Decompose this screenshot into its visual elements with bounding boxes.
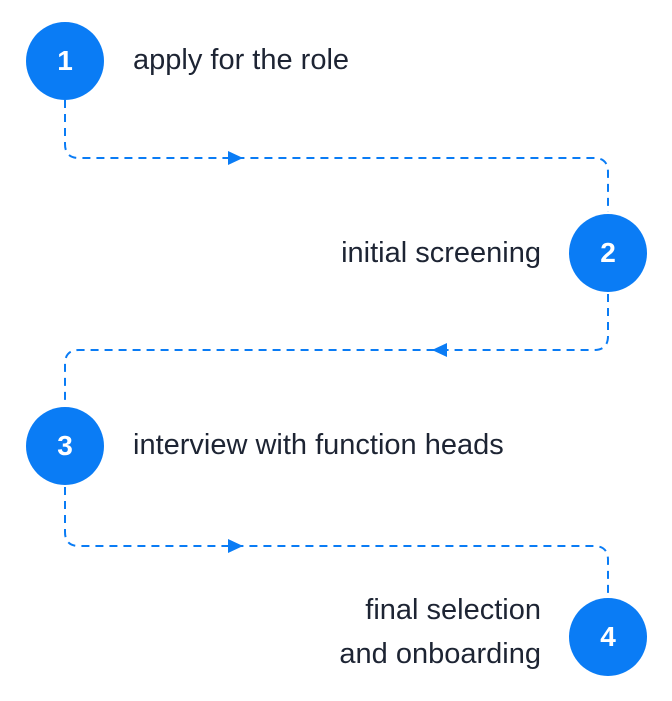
- connector-1-to-2: [64, 100, 609, 212]
- arrow-right-icon: [228, 151, 243, 165]
- arrow-left-icon: [432, 343, 447, 357]
- step-1-number-badge: 1: [26, 22, 104, 100]
- step-1-label: apply for the role: [133, 44, 350, 76]
- connector-3-to-4: [64, 487, 609, 597]
- arrow-right-icon: [228, 539, 243, 553]
- step-4-label-line-2: and onboarding: [339, 638, 541, 670]
- connector-2-to-3: [64, 294, 609, 405]
- step-4-label-line-1: final selection: [365, 594, 541, 626]
- step-4-label: final selection and onboarding: [339, 588, 541, 676]
- step-3-label: interview with function heads: [133, 429, 504, 461]
- step-4-number-badge: 4: [569, 598, 647, 676]
- step-2-label: initial screening: [341, 237, 541, 269]
- step-3-number-badge: 3: [26, 407, 104, 485]
- step-2-number-badge: 2: [569, 214, 647, 292]
